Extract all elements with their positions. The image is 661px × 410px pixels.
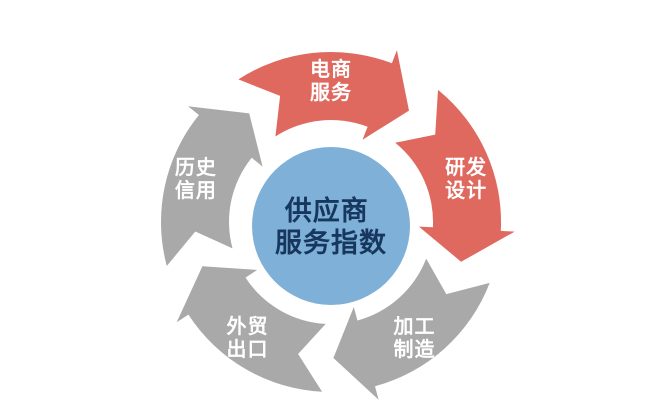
segment-label-rd-design: 研发设计 xyxy=(445,155,487,202)
segment-historical-credit xyxy=(161,106,263,266)
segment-foreign-trade-export xyxy=(176,266,326,392)
segment-label-processing-manufacturing: 加工制造 xyxy=(393,315,436,361)
segment-label-foreign-trade-export: 外贸出口 xyxy=(227,314,269,361)
center-label-line2: 服务指数 xyxy=(275,228,387,258)
center-circle xyxy=(252,147,410,305)
segment-ecommerce-services xyxy=(238,50,409,140)
segment-label-historical-credit: 历史信用 xyxy=(175,156,217,202)
segment-label-ecommerce-services: 电商服务 xyxy=(310,57,352,104)
center-label: 供应商 服务指数 xyxy=(275,195,387,258)
segment-rd-design xyxy=(395,89,515,262)
segment-processing-manufacturing xyxy=(333,258,490,400)
center-label-line1: 供应商 xyxy=(284,195,369,226)
